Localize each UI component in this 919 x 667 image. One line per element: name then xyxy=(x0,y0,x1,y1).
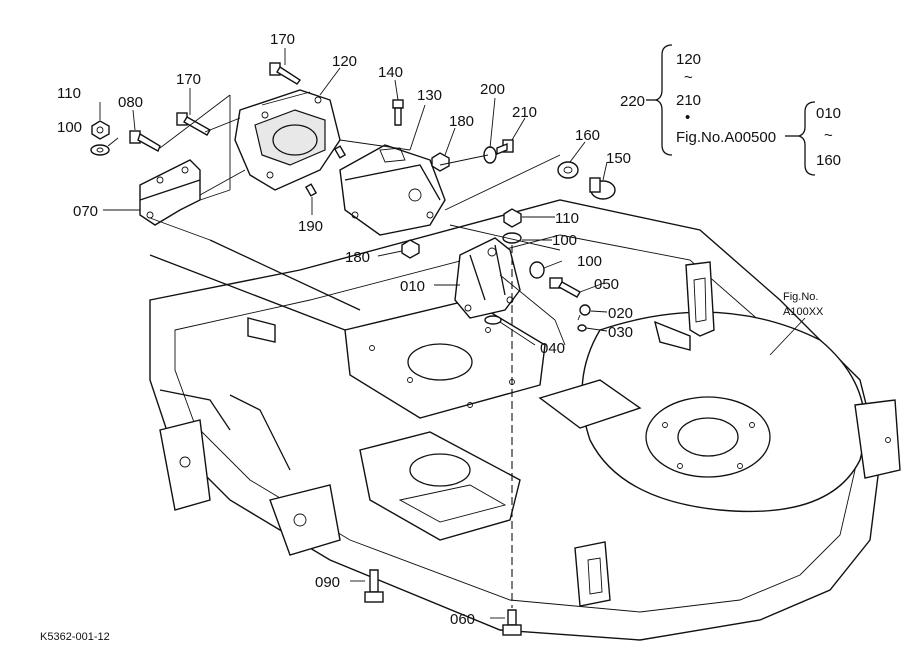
assembly-sub-end: 160 xyxy=(816,152,841,169)
callout-110b: 110 xyxy=(555,210,579,227)
assembly-sub-tilde: ~ xyxy=(824,127,833,144)
mower-deck xyxy=(149,199,901,641)
assembly-fig-ref: Fig.No.A00500 xyxy=(676,129,776,146)
assembly-tilde: ~ xyxy=(684,69,693,86)
callout-130: 130 xyxy=(417,87,442,104)
callout-110a: 110 xyxy=(57,85,81,102)
fig-ref-line2: A100XX xyxy=(783,306,824,318)
fig-reference: Fig.No. A100XX xyxy=(783,291,824,318)
callout-140: 140 xyxy=(378,64,403,81)
support-bracket-010 xyxy=(454,237,521,319)
assembly-range-end: 210 xyxy=(676,92,701,109)
callout-050: 050 xyxy=(594,276,619,293)
callout-180a: 180 xyxy=(449,113,474,130)
callout-020: 020 xyxy=(608,305,633,322)
callout-070: 070 xyxy=(73,203,98,220)
leader-lines xyxy=(99,48,806,619)
assembly-range-start: 120 xyxy=(676,51,701,68)
assembly-group-text: 220 120 ~ 210 • Fig.No.A00500 010 ~ 160 xyxy=(620,51,841,169)
callout-170b: 170 xyxy=(176,71,201,88)
assembly-bullet: • xyxy=(685,109,690,126)
callout-100c: 100 xyxy=(577,253,602,270)
callout-010: 010 xyxy=(400,278,425,295)
hardware-parts xyxy=(90,62,616,636)
callout-100b: 100 xyxy=(552,232,577,249)
bracket-070 xyxy=(139,159,201,226)
callout-080: 080 xyxy=(118,94,143,111)
callout-060: 060 xyxy=(450,611,475,628)
callout-180b: 180 xyxy=(345,249,370,266)
callout-030: 030 xyxy=(608,324,633,341)
assembly-label: 220 xyxy=(620,93,645,110)
assembly-sub-start: 010 xyxy=(816,105,841,122)
callout-150: 150 xyxy=(606,150,631,167)
fig-ref-line1: Fig.No. xyxy=(783,291,818,303)
drawing-code: K5362-001-12 xyxy=(40,631,110,643)
callout-120a: 120 xyxy=(332,53,357,70)
callout-170a: 170 xyxy=(270,31,295,48)
gearbox-upper-case xyxy=(234,89,341,191)
callout-160: 160 xyxy=(575,127,600,144)
callout-210: 210 xyxy=(512,104,537,121)
callout-040: 040 xyxy=(540,340,565,357)
callout-200: 200 xyxy=(480,81,505,98)
gearbox-lower-case xyxy=(339,144,446,236)
callout-labels: 170 120 170 140 130 200 210 110 080 100 … xyxy=(57,31,633,628)
callout-100a: 100 xyxy=(57,119,82,136)
callout-090: 090 xyxy=(315,574,340,591)
callout-190: 190 xyxy=(298,218,323,235)
assembly-group-bracket xyxy=(646,44,816,176)
